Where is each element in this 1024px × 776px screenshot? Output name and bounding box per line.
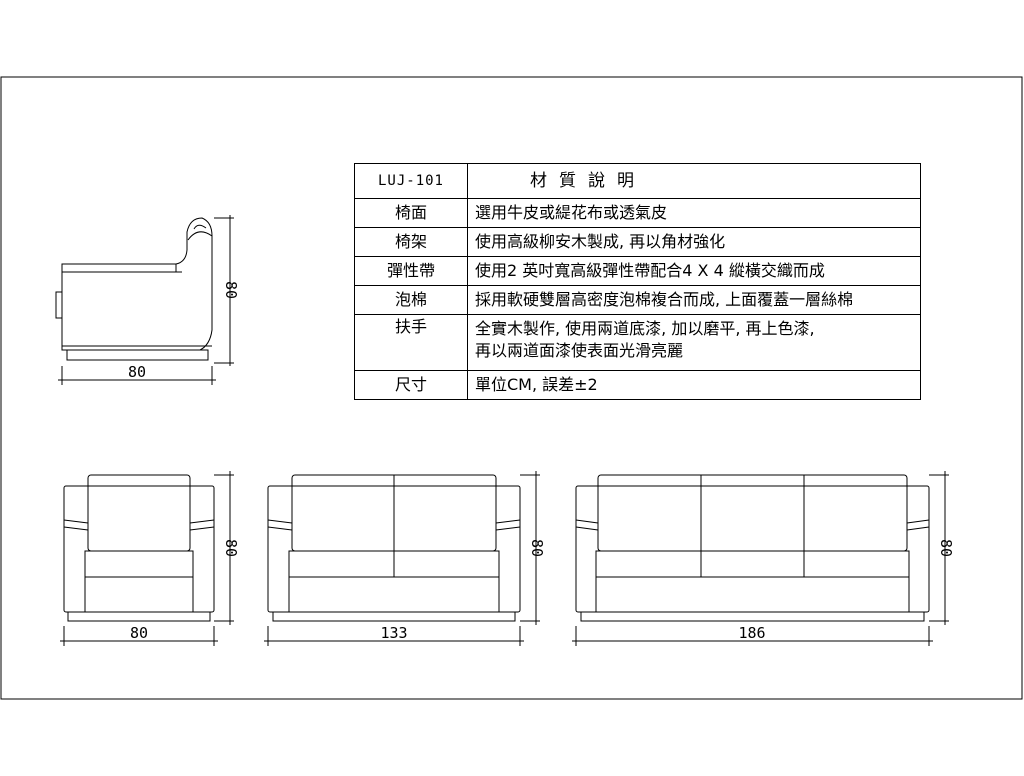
spec-value: 使用高級柳安木製成, 再以角材強化: [467, 227, 921, 257]
model-number: LUJ-101: [354, 163, 468, 199]
single-height-label: 80: [222, 539, 240, 557]
spec-row: 泡棉 採用軟硬雙層高密度泡棉複合而成, 上面覆蓋一層絲棉: [354, 285, 921, 315]
double-seat-front-view: [264, 471, 540, 646]
spec-value: 採用軟硬雙層高密度泡棉複合而成, 上面覆蓋一層絲棉: [467, 285, 921, 315]
spec-label: 扶手: [354, 314, 468, 371]
spec-row: 尺寸 單位CM, 誤差±2: [354, 370, 921, 400]
spec-label: 泡棉: [354, 285, 468, 315]
spec-header-row: LUJ-101 材質說明: [354, 163, 921, 199]
spec-row: 椅架 使用高級柳安木製成, 再以角材強化: [354, 227, 921, 257]
spec-label: 椅架: [354, 227, 468, 257]
triple-height-label: 80: [937, 539, 955, 557]
spec-value: 使用2 英吋寬高級彈性帶配合4 X 4 縱橫交織而成: [467, 256, 921, 286]
material-spec-table: LUJ-101 材質說明 椅面 選用牛皮或緹花布或透氣皮 椅架 使用高級柳安木製…: [354, 163, 921, 400]
spec-value-line: 再以兩道面漆使表面光滑亮麗: [475, 341, 684, 360]
single-seat-front-view: [60, 471, 234, 646]
spec-title: 材質說明: [467, 163, 921, 199]
spec-label: 尺寸: [354, 370, 468, 400]
side-depth-label: 80: [128, 363, 146, 381]
sheet-border: [0, 76, 1023, 700]
single-width-label: 80: [130, 624, 148, 642]
spec-value: 全實木製作, 使用兩道底漆, 加以磨平, 再上色漆, 再以兩道面漆使表面光滑亮麗: [467, 314, 921, 371]
spec-value: 選用牛皮或緹花布或透氣皮: [467, 198, 921, 228]
side-view: [55, 215, 234, 385]
side-height-label: 80: [222, 281, 240, 299]
spec-value-line: 全實木製作, 使用兩道底漆, 加以磨平, 再上色漆,: [475, 319, 815, 338]
spec-row: 扶手 全實木製作, 使用兩道底漆, 加以磨平, 再上色漆, 再以兩道面漆使表面光滑…: [354, 314, 921, 371]
double-height-label: 80: [528, 539, 546, 557]
double-width-label: 133: [380, 624, 407, 642]
spec-label: 彈性帶: [354, 256, 468, 286]
triple-seat-front-view: [572, 471, 949, 646]
spec-label: 椅面: [354, 198, 468, 228]
triple-width-label: 186: [738, 624, 765, 642]
spec-value: 單位CM, 誤差±2: [467, 370, 921, 400]
spec-row: 椅面 選用牛皮或緹花布或透氣皮: [354, 198, 921, 228]
spec-row: 彈性帶 使用2 英吋寬高級彈性帶配合4 X 4 縱橫交織而成: [354, 256, 921, 286]
